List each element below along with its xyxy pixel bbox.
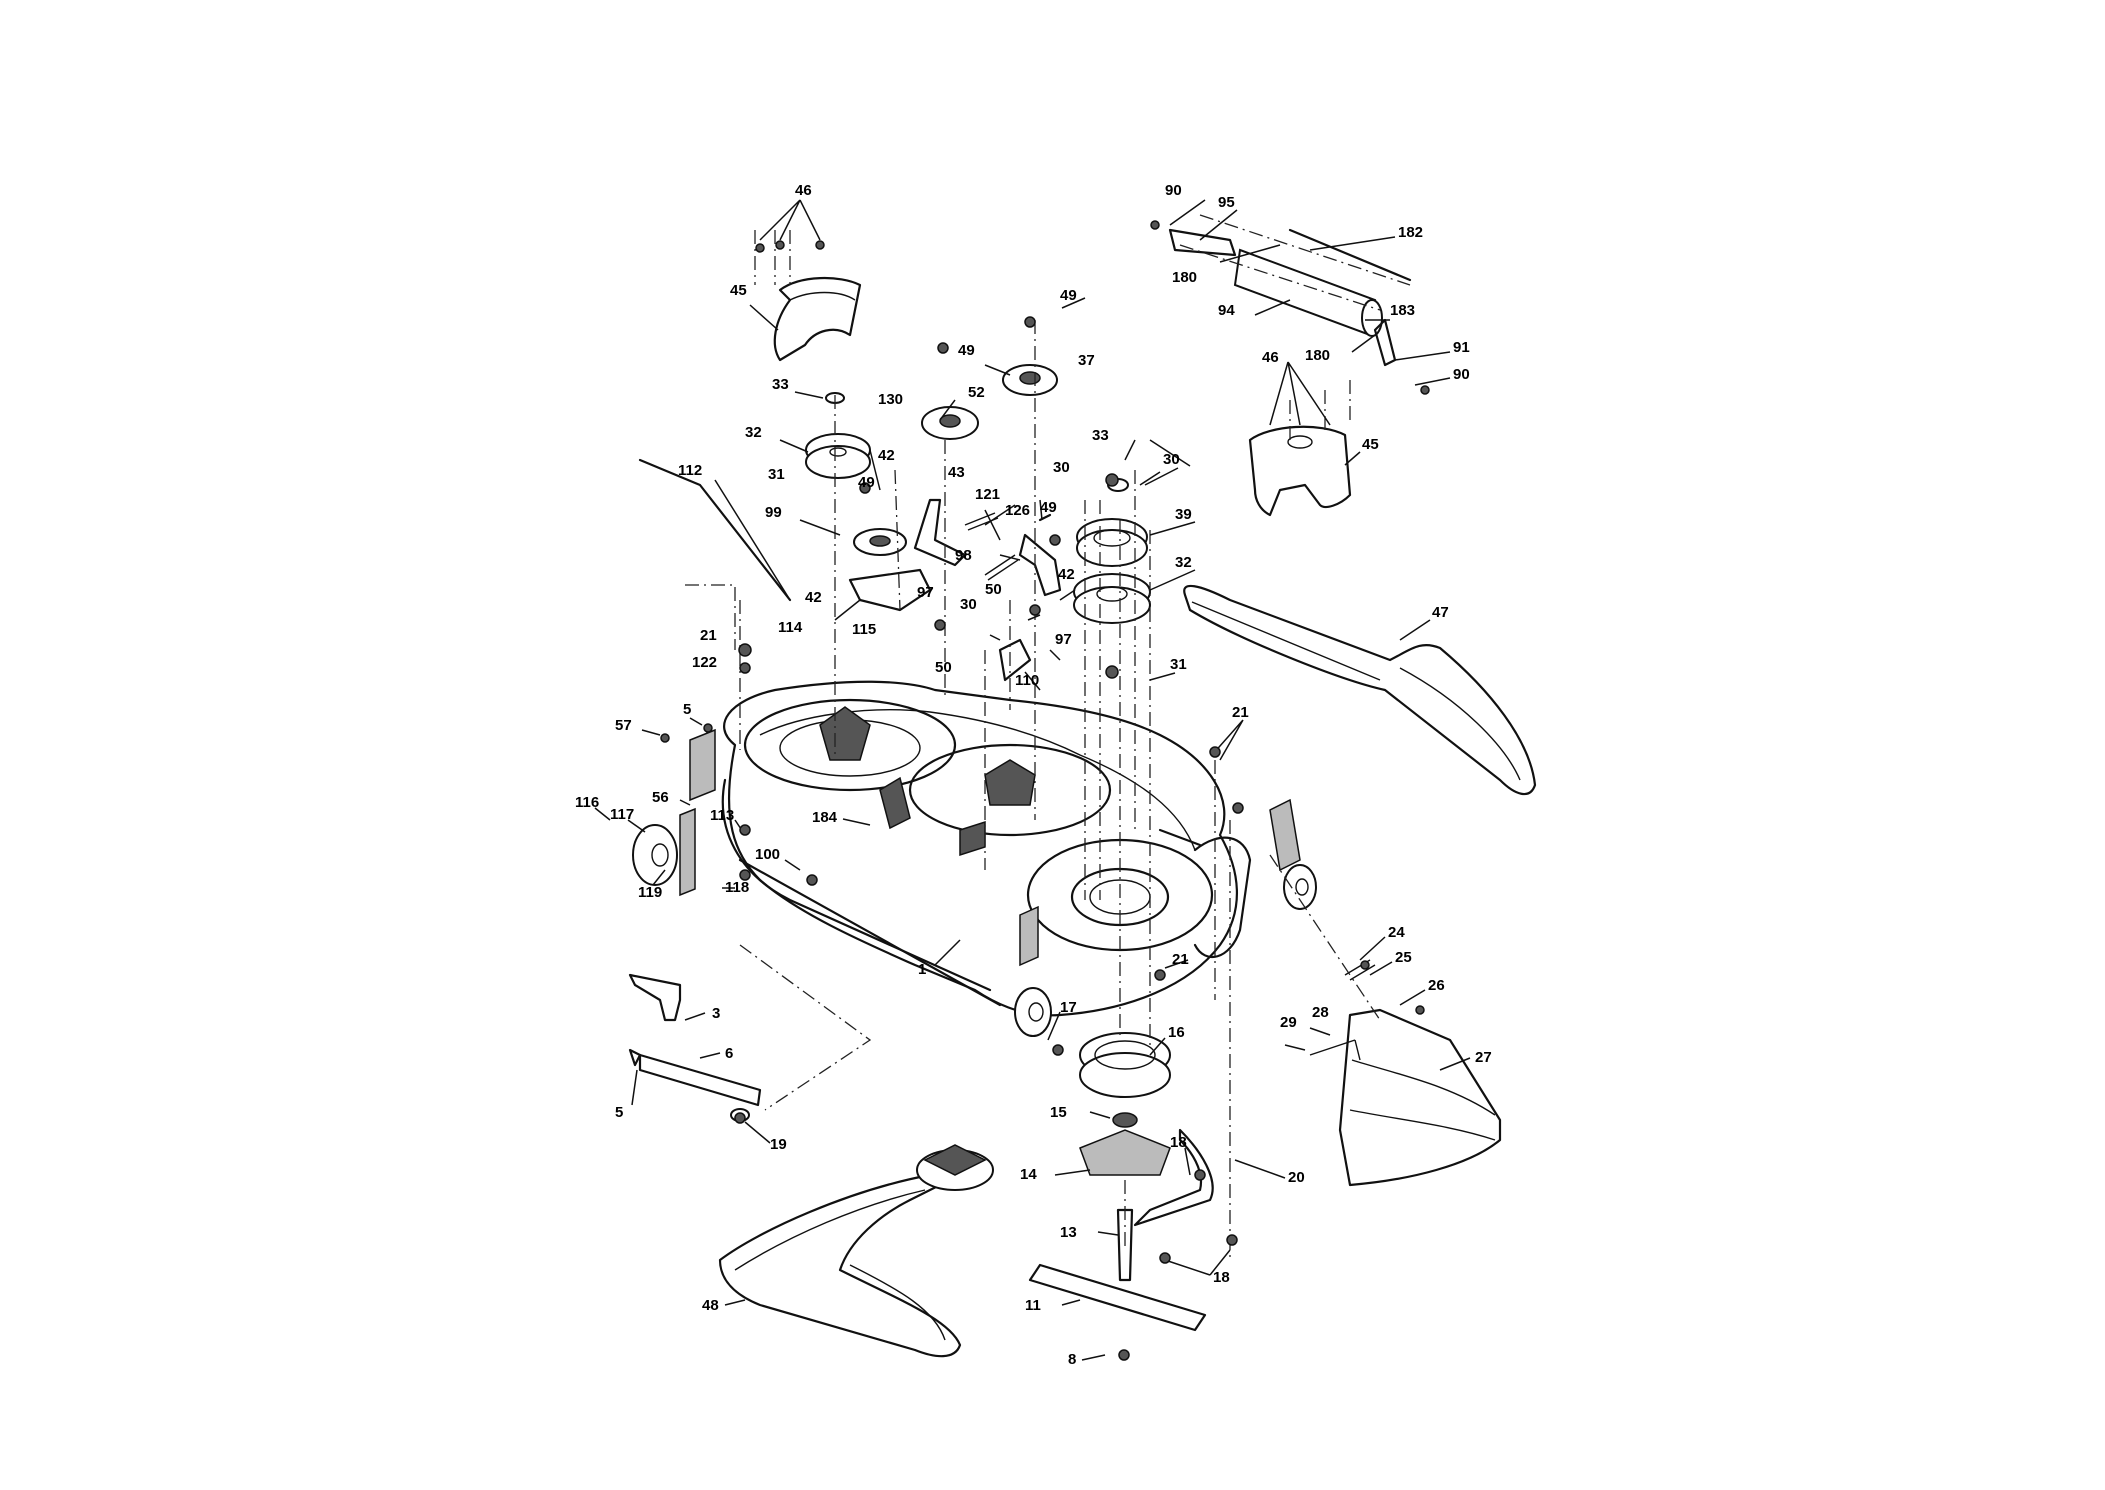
callout-91-bracket: 91 (1453, 339, 1470, 356)
callout-13-shaft: 13 (1060, 1224, 1077, 1241)
callout-113-bolt: 113 (710, 807, 735, 824)
callout-94-roller: 94 (1218, 302, 1235, 319)
callout-30-bolt-upper: 30 (1163, 451, 1180, 468)
callout-5-clip: 5 (683, 701, 692, 718)
callout-6-link: 6 (725, 1045, 734, 1062)
callout-29-rod: 29 (1280, 1014, 1297, 1031)
callout-21-nut-lower: 21 (1172, 951, 1189, 968)
callout-8-blade-bolt: 8 (1068, 1351, 1077, 1368)
callout-98-spring: 98 (955, 547, 972, 564)
idler-arms (848, 498, 1062, 682)
callout-49-nut: 49 (958, 342, 975, 359)
callout-183-washer: 183 (1390, 302, 1416, 319)
callout-119-washer: 119 (638, 884, 663, 901)
belt-cover-right (1248, 425, 1352, 517)
callout-130-bolt: 130 (878, 391, 904, 408)
callout-99-idler-pulley: 99 (765, 504, 782, 521)
callout-182-shaft: 182 (1398, 224, 1424, 241)
callout-3-hanger-bracket: 3 (712, 1005, 721, 1022)
callout-1-deck-housing: 1 (918, 961, 927, 978)
callout-110-bracket: 110 (1015, 672, 1040, 689)
callout-27-chute-deflector: 27 (1475, 1049, 1492, 1066)
callout-49-nut-right: 49 (1040, 499, 1057, 516)
alignment-lines (685, 214, 1411, 1260)
callout-114-bracket: 114 (778, 619, 803, 636)
rear-wheels (632, 807, 696, 897)
callout-50-bolt-right: 50 (985, 581, 1002, 598)
callout-14-spindle-housing: 14 (1020, 1166, 1037, 1183)
callout-116-bolt: 116 (575, 794, 600, 811)
callout-30-bolt-left: 30 (1053, 459, 1070, 476)
callout-117-wheel: 117 (610, 806, 635, 823)
callout-47-upper-belt: 47 (1432, 604, 1449, 621)
callout-97-washer: 97 (917, 584, 934, 601)
callout-18-bolt: 18 (1170, 1134, 1187, 1151)
callout-90-bolt: 90 (1165, 182, 1182, 199)
belt-cover-left (773, 277, 862, 362)
fasteners (660, 220, 1430, 1361)
callout-16-spindle-cover: 16 (1168, 1024, 1185, 1041)
callout-20-baffle: 20 (1288, 1169, 1305, 1186)
callout-126-spring: 126 (1005, 502, 1031, 519)
callout-90-bolt-right: 90 (1453, 366, 1470, 383)
callout-52-pulley: 52 (968, 384, 985, 401)
callout-45-right-belt-cover: 45 (1362, 436, 1379, 453)
callout-100-bolt: 100 (755, 846, 781, 863)
callout-37-pulley: 37 (1078, 352, 1095, 369)
grass-chute-deflector (1309, 959, 1502, 1187)
callout-46-left-cover-screws: 46 (795, 182, 812, 199)
callout-184-baffle: 184 (812, 809, 838, 826)
callout-18-bolt-lower: 18 (1213, 1269, 1230, 1286)
callout-180-bearing: 180 (1172, 269, 1198, 286)
callout-5-clip-lower: 5 (615, 1104, 624, 1121)
callout-19-bolt: 19 (770, 1136, 787, 1153)
callout-42-washer: 42 (805, 589, 822, 606)
callout-56-height-bracket: 56 (652, 789, 669, 806)
callout-43-idler-arm: 43 (948, 464, 965, 481)
callout-50-bolt: 50 (935, 659, 952, 676)
callout-24-spring: 24 (1388, 924, 1405, 941)
callout-42-washer-center: 42 (878, 447, 895, 464)
callout-21-nut-right: 21 (1232, 704, 1249, 721)
callout-31-washer-right: 31 (1170, 656, 1187, 673)
callout-39-pulley: 39 (1175, 506, 1192, 523)
callout-28-bracket: 28 (1312, 1004, 1329, 1021)
deck-roller-assembly (1168, 228, 1412, 367)
callout-45-left-belt-cover: 45 (730, 282, 747, 299)
callout-15-bearing: 15 (1050, 1104, 1067, 1121)
mower-deck-housing (689, 680, 1317, 1037)
callout-118-nut: 118 (725, 879, 750, 896)
callout-30-bolt: 30 (960, 596, 977, 613)
callout-33-nut: 33 (772, 376, 789, 393)
callout-95-bracket: 95 (1218, 194, 1235, 211)
callout-11-blade: 11 (1025, 1297, 1041, 1314)
callout-49-nut-center: 49 (858, 474, 875, 491)
callout-33-nut-right: 33 (1092, 427, 1109, 444)
callout-122-washer: 122 (692, 654, 718, 671)
callout-57-bolt: 57 (615, 717, 632, 734)
callout-121-spring: 121 (975, 486, 1001, 503)
callout-97-washer-right: 97 (1055, 631, 1072, 648)
callout-48-lower-belt: 48 (702, 1297, 719, 1314)
callout-46-right-cover-screws: 46 (1262, 349, 1279, 366)
callout-49-nut-top: 49 (1060, 287, 1077, 304)
spindle-assembly (1028, 1032, 1214, 1332)
callout-17-bolt: 17 (1060, 999, 1077, 1016)
callout-21-nut: 21 (700, 627, 717, 644)
callout-180-bearing-right: 180 (1305, 347, 1331, 364)
leader-lines (594, 199, 1471, 1361)
callout-112-rod: 112 (678, 462, 703, 479)
callout-25-spring: 25 (1395, 949, 1412, 966)
callout-26-screw: 26 (1428, 977, 1445, 994)
callout-32-pulley: 32 (745, 424, 762, 441)
pulleys (805, 364, 1151, 624)
callout-32-pulley-right: 32 (1175, 554, 1192, 571)
callout-115-idler-bracket: 115 (852, 621, 877, 638)
drive-belts (718, 584, 1537, 1358)
callout-31-washer: 31 (768, 466, 785, 483)
callout-42-washer-right: 42 (1058, 566, 1075, 583)
